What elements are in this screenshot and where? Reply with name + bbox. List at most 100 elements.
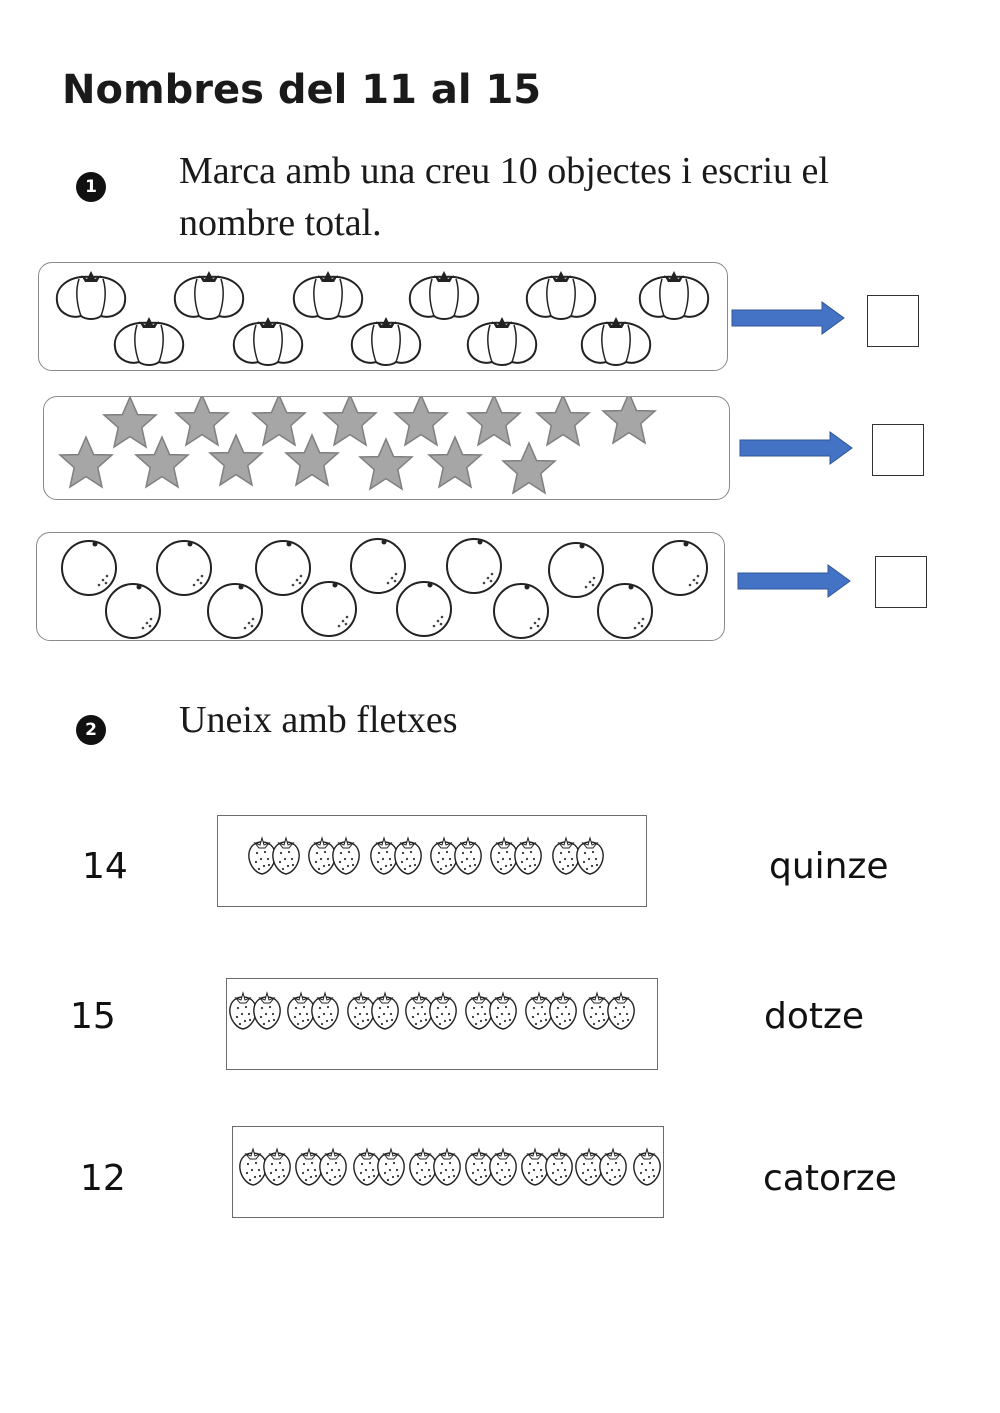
strawberry-icon (394, 837, 422, 875)
star-icon[interactable] (103, 397, 157, 448)
orange-icon[interactable] (548, 542, 604, 598)
strawberry-icon (229, 992, 257, 1030)
strawberry-icon (575, 1148, 603, 1186)
strawberry-icon (552, 837, 580, 875)
strawberry-icon (239, 1148, 267, 1186)
strawberry-icon (489, 1148, 517, 1186)
strawberry-group (248, 837, 604, 875)
star-icon[interactable] (59, 436, 113, 488)
number-word[interactable]: catorze (763, 1158, 897, 1199)
answer-box-stars[interactable] (872, 424, 924, 476)
star-icon[interactable] (536, 397, 590, 446)
tomato-icon[interactable] (408, 270, 480, 320)
star-icon[interactable] (359, 438, 413, 490)
orange-row-box[interactable] (36, 532, 725, 641)
strawberry-icon (514, 837, 542, 875)
strawberry-icon (521, 1148, 549, 1186)
strawberry-icon (607, 992, 635, 1030)
strawberry-icon (430, 837, 458, 875)
number-word[interactable]: dotze (764, 996, 865, 1037)
number-word[interactable]: quinze (769, 846, 889, 887)
strawberry-icon (465, 1148, 493, 1186)
exercise-2-instruction: Uneix amb fletxes (179, 699, 458, 741)
arrow-right-icon (731, 301, 845, 335)
star-icon[interactable] (394, 397, 448, 446)
exercise-1-instruction-line-1: Marca amb una creu 10 objectes i escriu … (179, 150, 829, 192)
strawberry-icon (525, 992, 553, 1030)
strawberry-icon (583, 992, 611, 1030)
strawberry-icon (633, 1148, 661, 1186)
tomato-icon[interactable] (292, 270, 364, 320)
orange-group (61, 538, 708, 639)
exercise-2-number-badge: 2 (76, 715, 106, 745)
orange-icon[interactable] (61, 540, 117, 596)
strawberry-icon (370, 837, 398, 875)
tomato-icon[interactable] (580, 316, 652, 366)
strawberry-icon (549, 992, 577, 1030)
number-label[interactable]: 14 (82, 846, 128, 887)
strawberry-icon (454, 837, 482, 875)
orange-icon[interactable] (597, 583, 653, 639)
tomato-icon[interactable] (350, 316, 422, 366)
strawberry-box[interactable] (217, 815, 647, 907)
orange-icon[interactable] (255, 540, 311, 596)
strawberry-icon (332, 837, 360, 875)
orange-icon[interactable] (652, 540, 708, 596)
strawberry-icon (465, 992, 493, 1030)
star-icon[interactable] (175, 397, 229, 446)
orange-icon[interactable] (301, 581, 357, 637)
arrow-right-icon (737, 564, 851, 598)
strawberry-icon (545, 1148, 573, 1186)
strawberry-icon (263, 1148, 291, 1186)
orange-icon[interactable] (207, 583, 263, 639)
strawberry-icon (353, 1148, 381, 1186)
tomato-icon[interactable] (113, 316, 185, 366)
page-title: Nombres del 11 al 15 (62, 67, 542, 113)
strawberry-icon (490, 837, 518, 875)
star-icon[interactable] (323, 397, 377, 446)
tomato-icon[interactable] (173, 270, 245, 320)
exercise-1-number-badge: 1 (76, 172, 106, 202)
strawberry-box[interactable] (232, 1126, 664, 1218)
tomato-row-box[interactable] (38, 262, 728, 371)
strawberry-icon (272, 837, 300, 875)
orange-icon[interactable] (493, 583, 549, 639)
answer-box-oranges[interactable] (875, 556, 927, 608)
strawberry-group (239, 1148, 661, 1186)
tomato-icon[interactable] (525, 270, 597, 320)
strawberry-icon (599, 1148, 627, 1186)
strawberry-icon (253, 992, 281, 1030)
orange-icon[interactable] (350, 538, 406, 594)
tomato-icon[interactable] (232, 316, 304, 366)
strawberry-icon (576, 837, 604, 875)
strawberry-icon (489, 992, 517, 1030)
strawberry-icon (371, 992, 399, 1030)
strawberry-icon (311, 992, 339, 1030)
exercise-1-instruction-line-2: nombre total. (179, 202, 382, 244)
star-icon[interactable] (502, 442, 556, 494)
tomato-icon[interactable] (466, 316, 538, 366)
star-icon[interactable] (467, 397, 521, 446)
number-label[interactable]: 15 (70, 996, 116, 1037)
number-label[interactable]: 12 (80, 1158, 126, 1199)
star-group (59, 397, 656, 494)
orange-icon[interactable] (446, 538, 502, 594)
orange-icon[interactable] (105, 583, 161, 639)
strawberry-icon (429, 992, 457, 1030)
strawberry-icon (433, 1148, 461, 1186)
tomato-icon[interactable] (55, 270, 127, 320)
answer-box-tomatoes[interactable] (867, 295, 919, 347)
star-row-box[interactable] (43, 396, 730, 500)
strawberry-icon (319, 1148, 347, 1186)
strawberry-box[interactable] (226, 978, 658, 1070)
strawberry-icon (248, 837, 276, 875)
tomato-icon[interactable] (638, 270, 710, 320)
star-icon[interactable] (252, 397, 306, 446)
star-icon[interactable] (602, 397, 656, 444)
strawberry-icon (405, 992, 433, 1030)
arrow-right-icon (739, 431, 853, 465)
strawberry-icon (308, 837, 336, 875)
orange-icon[interactable] (156, 540, 212, 596)
strawberry-icon (377, 1148, 405, 1186)
orange-icon[interactable] (396, 581, 452, 637)
